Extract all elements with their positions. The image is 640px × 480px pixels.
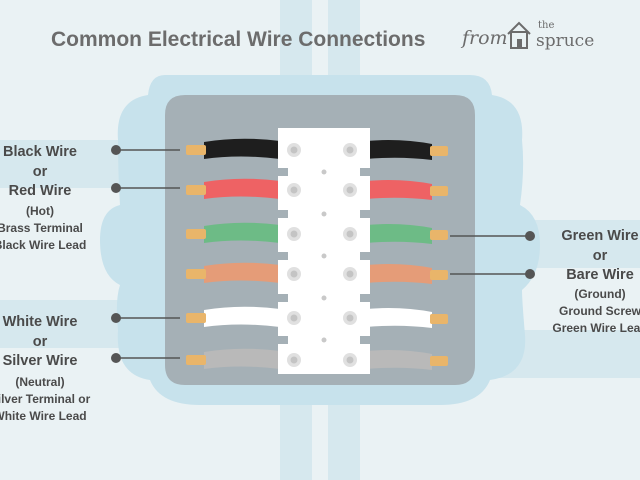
terminal-notch-right bbox=[360, 252, 370, 260]
wire-black-right bbox=[366, 140, 432, 160]
wire-orange-right bbox=[366, 264, 432, 284]
wire-black-copper-right bbox=[430, 146, 448, 156]
screw-head-icon bbox=[290, 314, 298, 322]
terminal-notch-right bbox=[360, 294, 370, 302]
wire-green-copper-left bbox=[186, 229, 206, 239]
hot-or-label: or bbox=[32, 164, 48, 180]
pointer-black-dot bbox=[111, 145, 121, 155]
wire-green-left bbox=[204, 222, 280, 243]
hot-desc2-label: Black Wire Lead bbox=[0, 238, 87, 252]
neutral-line1-label: White Wire bbox=[2, 314, 78, 330]
terminal-notch-left bbox=[278, 168, 288, 176]
screw-head-icon bbox=[346, 146, 354, 154]
wire-silver-copper-left bbox=[186, 355, 206, 365]
wire-orange-copper-left bbox=[186, 269, 206, 279]
wire-black bbox=[186, 138, 448, 160]
pointer-green-dot bbox=[525, 231, 535, 241]
terminal-divider-dot bbox=[321, 253, 327, 259]
wire-white-left bbox=[204, 306, 280, 327]
wire-green bbox=[186, 222, 448, 244]
ground-or-label: or bbox=[592, 248, 608, 264]
screw-head-icon bbox=[290, 230, 298, 238]
terminal-divider-dot bbox=[321, 211, 327, 217]
terminal-notch-left bbox=[278, 336, 288, 344]
terminal-notch-right bbox=[360, 168, 370, 176]
ground-desc2-label: Green Wire Lead bbox=[552, 321, 640, 335]
screw-head-icon bbox=[346, 356, 354, 364]
hot-line1-label: Black Wire bbox=[2, 144, 77, 160]
page-title: Common Electrical Wire Connections bbox=[51, 28, 426, 51]
wire-green-right bbox=[366, 224, 432, 244]
wire-white-copper-left bbox=[186, 313, 206, 323]
brand-from: from bbox=[462, 27, 508, 49]
wire-red-copper-right bbox=[430, 186, 448, 196]
brand-the: the bbox=[538, 20, 555, 31]
wire-red-right bbox=[366, 180, 432, 200]
pointer-red-dot bbox=[111, 183, 121, 193]
wires bbox=[186, 138, 448, 370]
hot-role-label: (Hot) bbox=[26, 204, 54, 218]
terminal-notch-left bbox=[278, 294, 288, 302]
screw-head-icon bbox=[346, 270, 354, 278]
neutral-line2-label: Silver Wire bbox=[2, 353, 78, 369]
wire-red-copper-left bbox=[186, 185, 206, 195]
pointer-white-dot bbox=[111, 313, 121, 323]
wire-orange-copper-right bbox=[430, 270, 448, 280]
terminal-notch-right bbox=[360, 336, 370, 344]
wire-red-left bbox=[204, 178, 280, 199]
terminal-block-body bbox=[278, 128, 370, 374]
terminal-divider-dot bbox=[321, 337, 327, 343]
ground-line1-label: Green Wire bbox=[561, 228, 639, 244]
wire-orange-left bbox=[204, 262, 280, 283]
wire-white-right bbox=[366, 308, 432, 328]
wire-silver-right bbox=[366, 350, 432, 370]
terminal-block bbox=[278, 128, 370, 374]
screw-head-icon bbox=[290, 270, 298, 278]
neutral-or-label: or bbox=[32, 334, 48, 350]
terminal-divider-dot bbox=[321, 169, 327, 175]
screw-head-icon bbox=[346, 186, 354, 194]
wire-orange bbox=[186, 262, 448, 284]
pointer-orange-dot bbox=[525, 269, 535, 279]
neutral-desc1-label: Silver Terminal or bbox=[0, 392, 91, 406]
pointers bbox=[111, 145, 535, 363]
brand-name: spruce bbox=[536, 31, 595, 51]
wire-white-copper-right bbox=[430, 314, 448, 324]
terminal-notch-left bbox=[278, 210, 288, 218]
wire-black-left bbox=[204, 138, 280, 159]
ground-line2-label: Bare Wire bbox=[566, 267, 634, 283]
terminal-notch-right bbox=[360, 210, 370, 218]
pointer-silver-dot bbox=[111, 353, 121, 363]
hot-line2-label: Red Wire bbox=[8, 183, 72, 199]
neutral-desc2-label: White Wire Lead bbox=[0, 409, 87, 423]
neutral-role-label: (Neutral) bbox=[15, 375, 65, 389]
wire-silver bbox=[186, 348, 448, 370]
wire-red bbox=[186, 178, 448, 200]
wire-green-copper-right bbox=[430, 230, 448, 240]
wire-silver-copper-right bbox=[430, 356, 448, 366]
hot-desc1-label: Brass Terminal bbox=[0, 221, 83, 235]
screw-head-icon bbox=[290, 356, 298, 364]
ground-role-label: (Ground) bbox=[574, 287, 626, 301]
wire-white bbox=[186, 306, 448, 328]
terminal-notch-left bbox=[278, 252, 288, 260]
screw-head-icon bbox=[346, 314, 354, 322]
terminal-divider-dot bbox=[321, 295, 327, 301]
wire-silver-left bbox=[204, 348, 280, 369]
house-logo-icon bbox=[507, 21, 531, 49]
screw-head-icon bbox=[346, 230, 354, 238]
wire-black-copper-left bbox=[186, 145, 206, 155]
screw-head-icon bbox=[290, 146, 298, 154]
ground-desc1-label: Ground Screw bbox=[558, 304, 640, 318]
screw-head-icon bbox=[290, 186, 298, 194]
